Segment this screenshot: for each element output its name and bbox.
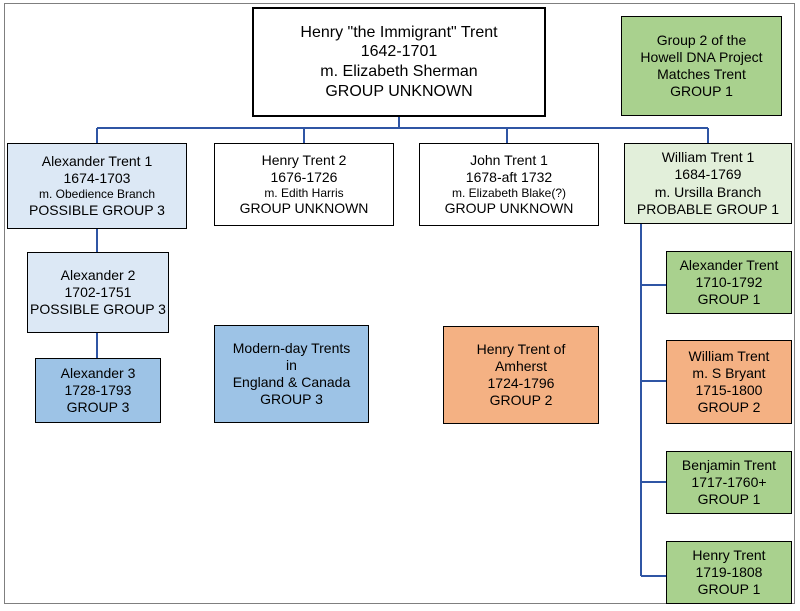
- box-line: in: [286, 356, 297, 373]
- box-line: Modern-day Trents: [232, 339, 351, 356]
- box-line: Henry Trent 2: [261, 151, 347, 168]
- box-line: England & Canada: [232, 374, 351, 390]
- box-line: GROUP UNKNOWN: [444, 200, 574, 217]
- box-line: Alexander 2: [60, 266, 136, 283]
- box-line: POSSIBLE GROUP 3: [29, 201, 165, 218]
- box-line: 1728-1793: [64, 381, 132, 398]
- box-line: m. Obedience Branch: [38, 187, 156, 202]
- box-line: 1684-1769: [674, 166, 742, 183]
- box-line: GROUP UNKNOWN: [239, 200, 369, 217]
- modern-day-trents-box: Modern-day Trents in England & Canada GR…: [214, 325, 369, 423]
- box-line: Group 2 of the: [656, 31, 747, 48]
- box-line: Henry "the Immigrant" Trent: [300, 23, 498, 41]
- box-line: 1710-1792: [695, 273, 763, 290]
- box-line: William Trent: [688, 347, 770, 364]
- diagram-frame: [4, 3, 795, 604]
- box-line: Benjamin Trent: [681, 456, 777, 473]
- box-line: 1717-1760+: [691, 473, 767, 490]
- benjamin-trent-box: Benjamin Trent 1717-1760+ GROUP 1: [666, 451, 792, 514]
- box-line: Henry Trent of: [476, 340, 566, 357]
- box-line: 1678-aft 1732: [465, 168, 553, 185]
- john-trent-1-box: John Trent 1 1678-aft 1732 m. Elizabeth …: [419, 143, 599, 226]
- box-line: Henry Trent: [692, 546, 766, 563]
- henry-trent-2-box: Henry Trent 2 1676-1726 m. Edith Harris …: [214, 143, 394, 226]
- box-line: m. Elizabeth Sherman: [320, 63, 478, 80]
- box-line: GROUP 1: [670, 83, 733, 100]
- box-line: Matches Trent: [657, 66, 746, 82]
- box-line: GROUP 1: [697, 491, 761, 508]
- box-line: Alexander Trent: [679, 256, 779, 273]
- william-trent-child-box: William Trent m. S Bryant 1715-1800 GROU…: [666, 340, 792, 424]
- box-line: 1724-1796: [487, 375, 555, 391]
- box-line: GROUP 1: [697, 581, 761, 598]
- box-line: m. S Bryant: [692, 364, 766, 381]
- box-line: 1642-1701: [360, 43, 438, 61]
- box-line: Alexander 3: [60, 364, 136, 381]
- alexander-trent-1-box: Alexander Trent 1 1674-1703 m. Obedience…: [7, 143, 187, 229]
- henry-immigrant-box: Henry "the Immigrant" Trent 1642-1701 m.…: [252, 7, 546, 117]
- box-line: GROUP 2: [489, 392, 553, 409]
- box-line: John Trent 1: [470, 151, 548, 168]
- box-line: 1702-1751: [64, 283, 132, 300]
- box-line: GROUP UNKNOWN: [325, 82, 473, 100]
- box-line: 1674-1703: [63, 170, 131, 187]
- box-line: 1676-1726: [270, 168, 338, 185]
- alexander-2-box: Alexander 2 1702-1751 POSSIBLE GROUP 3: [27, 252, 169, 333]
- box-line: POSSIBLE GROUP 3: [30, 301, 166, 318]
- box-line: GROUP 1: [697, 291, 761, 308]
- alexander-trent-child-box: Alexander Trent 1710-1792 GROUP 1: [666, 251, 792, 314]
- box-line: GROUP 2: [697, 399, 761, 416]
- box-line: Howell DNA Project: [640, 48, 763, 65]
- box-line: PROBABLE GROUP 1: [636, 200, 780, 217]
- william-trent-1-box: William Trent 1 1684-1769 m. Ursilla Bra…: [624, 143, 792, 224]
- henry-trent-child-box: Henry Trent 1719-1808 GROUP 1: [666, 541, 792, 604]
- alexander-3-box: Alexander 3 1728-1793 GROUP 3: [35, 358, 161, 423]
- box-line: GROUP 3: [260, 391, 323, 408]
- henry-trent-amherst-box: Henry Trent of Amherst 1724-1796 GROUP 2: [443, 326, 599, 424]
- box-line: Amherst: [494, 357, 548, 374]
- box-line: GROUP 3: [66, 399, 130, 416]
- box-line: Alexander Trent 1: [41, 153, 153, 170]
- box-line: William Trent 1: [661, 149, 755, 166]
- box-line: m. Ursilla Branch: [654, 183, 762, 200]
- box-line: 1719-1808: [695, 563, 763, 580]
- howell-dna-group2-box: Group 2 of the Howell DNA Project Matche…: [621, 16, 782, 116]
- box-line: 1715-1800: [695, 382, 763, 398]
- box-line: m. Edith Harris: [264, 185, 344, 200]
- box-line: m. Elizabeth Blake(?): [451, 185, 567, 200]
